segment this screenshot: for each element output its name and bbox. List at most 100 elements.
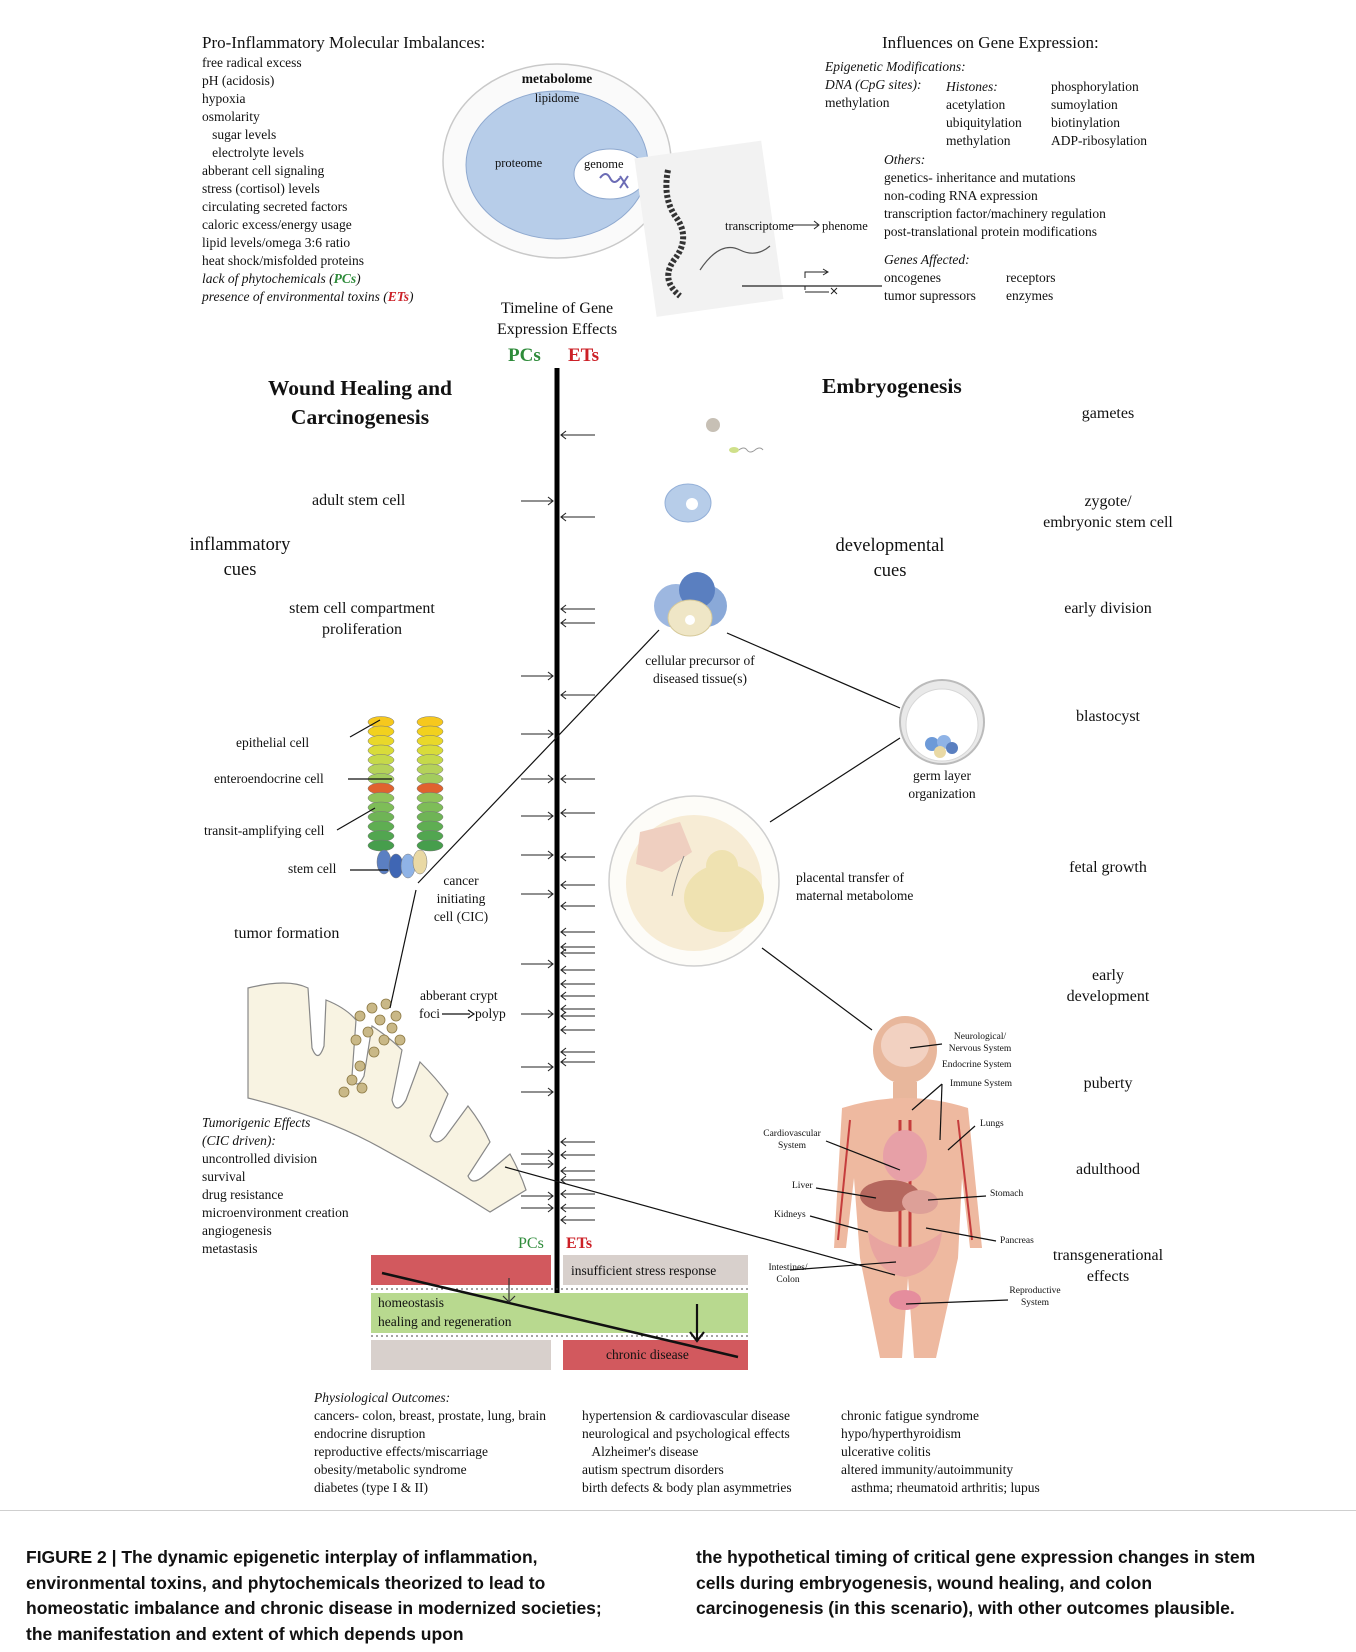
timeline-arrow — [521, 497, 553, 505]
timeline-arrow — [521, 730, 553, 738]
cic-label: cancer initiating cell (CIC) — [421, 872, 501, 926]
outcome-item: chronic fatigue syndrome — [841, 1407, 1040, 1425]
timeline-arrow — [521, 1160, 553, 1168]
fetus-illustration — [609, 796, 779, 966]
zygote-illustration — [665, 484, 711, 522]
timeline-arrow — [561, 1026, 595, 1034]
polyp-label: polyp — [475, 1005, 506, 1023]
crypt-illustration — [368, 717, 443, 879]
inflammatory-cues-label: inflammatory cues — [170, 533, 310, 583]
stem-compartment-label: stem cell compartment proliferation — [262, 598, 462, 640]
tumorigenic-effects: Tumorigenic Effects (CIC driven): uncont… — [202, 1114, 349, 1258]
timeline-arrow — [561, 1204, 595, 1212]
timeline-arrow — [561, 1216, 595, 1224]
phenome-label: phenome — [822, 218, 868, 235]
histone-item: methylation — [946, 132, 1022, 150]
outcome-item: reproductive effects/miscarriage — [314, 1443, 546, 1461]
crypt-base-cell — [413, 850, 427, 874]
grey-band-left — [371, 1340, 551, 1370]
foci-label: foci — [419, 1005, 440, 1023]
outcomes-col-2: hypertension & cardiovascular diseaseneu… — [582, 1407, 792, 1497]
outcome-item: neurological and psychological effects — [582, 1425, 792, 1443]
body-label-liver: Liver — [792, 1181, 813, 1191]
timeline-arrow — [561, 431, 595, 439]
proteome-label: proteome — [495, 155, 542, 172]
tumor-formation-label: tumor formation — [234, 923, 339, 944]
germ-layer-label: germ layer organization — [882, 767, 1002, 803]
crypt-base-cell — [401, 854, 415, 878]
body-label-reproductive: Reproductive System — [1004, 1285, 1066, 1309]
body-label-kidneys: Kidneys — [774, 1210, 806, 1220]
others-item: genetics- inheritance and mutations — [884, 169, 1106, 187]
enteroendocrine-cell-label: enteroendocrine cell — [214, 770, 324, 788]
timeline-arrow — [521, 775, 553, 783]
healing-label: healing and regeneration — [378, 1313, 511, 1331]
outcome-item: hypertension & cardiovascular disease — [582, 1407, 792, 1425]
epigenetic-label: Epigenetic Modifications: — [825, 58, 966, 76]
caption-divider — [0, 1510, 1356, 1511]
placental-transfer-label: placental transfer of maternal metabolom… — [796, 869, 913, 905]
stage-early-division: early division — [1008, 598, 1208, 619]
stage-early-development: early development — [1008, 965, 1208, 1007]
timeline-arrow — [521, 851, 553, 859]
histone-item: ADP-ribosylation — [1051, 132, 1147, 150]
homeostasis-label: homeostasis — [378, 1294, 444, 1312]
timeline-arrow — [561, 881, 595, 889]
gene-item: tumor supressors — [884, 287, 976, 305]
histone-item: biotinylation — [1051, 114, 1147, 132]
ets-bottom-label: ETs — [566, 1233, 592, 1254]
timeline-arrow — [561, 775, 595, 783]
others-list: genetics- inheritance and mutationsnon-c… — [884, 169, 1106, 241]
timeline-arrow — [521, 1063, 553, 1071]
metabolome-label: metabolome — [507, 70, 607, 88]
stem-cell-label: stem cell — [288, 860, 336, 878]
gene-expression-title: Influences on Gene Expression: — [882, 32, 1099, 54]
timeline-arrow — [521, 890, 553, 898]
cellular-precursor-label: cellular precursor of diseased tissue(s) — [620, 652, 780, 688]
timeline-arrow — [561, 809, 595, 817]
timeline-arrow — [561, 1048, 595, 1056]
aberrant-crypt-label: abberant crypt — [420, 987, 498, 1005]
gene-item: receptors — [1006, 269, 1055, 287]
tumorigenic-item: survival — [202, 1168, 349, 1186]
timeline-arrow — [561, 966, 595, 974]
gene-item: oncogenes — [884, 269, 976, 287]
body-label-endocrine: Endocrine System — [942, 1060, 1011, 1070]
lipidome-label: lipidome — [507, 90, 607, 107]
timeline-arrow — [521, 672, 553, 680]
timeline-arrow — [521, 1150, 553, 1158]
timeline-arrow — [561, 980, 595, 988]
tumorigenic-item: uncontrolled division — [202, 1150, 349, 1168]
caption-left: FIGURE 2 | The dynamic epigenetic interp… — [26, 1545, 616, 1647]
timeline-arrow — [521, 1192, 553, 1200]
outcome-item: birth defects & body plan asymmetries — [582, 1479, 792, 1497]
histone-item: ubiquitylation — [946, 114, 1022, 132]
stage-blastocyst: blastocyst — [1008, 706, 1208, 727]
timeline-arrow — [561, 1005, 595, 1013]
genes-list-1: oncogenestumor supressors — [884, 269, 976, 305]
timeline-arrow — [561, 1058, 595, 1066]
timeline-arrow — [561, 1167, 595, 1175]
tumorigenic-item: drug resistance — [202, 1186, 349, 1204]
timeline-arrow — [561, 513, 595, 521]
outcome-item: obesity/metabolic syndrome — [314, 1461, 546, 1479]
timeline-arrow — [561, 902, 595, 910]
outcome-item: Alzheimer's disease — [582, 1443, 792, 1461]
caption-right: the hypothetical timing of critical gene… — [696, 1545, 1276, 1622]
body-label-cardio: Cardiovascular System — [756, 1128, 828, 1152]
histone-item: phosphorylation — [1051, 78, 1147, 96]
timeline-arrow — [561, 691, 595, 699]
stage-transgenerational: transgenerational effects — [1008, 1245, 1208, 1287]
timeline-arrow — [561, 605, 595, 613]
timeline-arrow — [521, 1204, 553, 1212]
others-item: non-coding RNA expression — [884, 187, 1106, 205]
histones-label: Histones: — [946, 78, 998, 96]
stage-fetal-growth: fetal growth — [1008, 857, 1208, 878]
outcome-item: diabetes (type I & II) — [314, 1479, 546, 1497]
transcriptome-label: transcriptome — [725, 218, 794, 235]
chronic-disease-label: chronic disease — [606, 1346, 689, 1364]
body-label-lungs: Lungs — [980, 1119, 1004, 1129]
stage-gametes: gametes — [1008, 403, 1208, 424]
outcome-item: altered immunity/autoimmunity — [841, 1461, 1040, 1479]
